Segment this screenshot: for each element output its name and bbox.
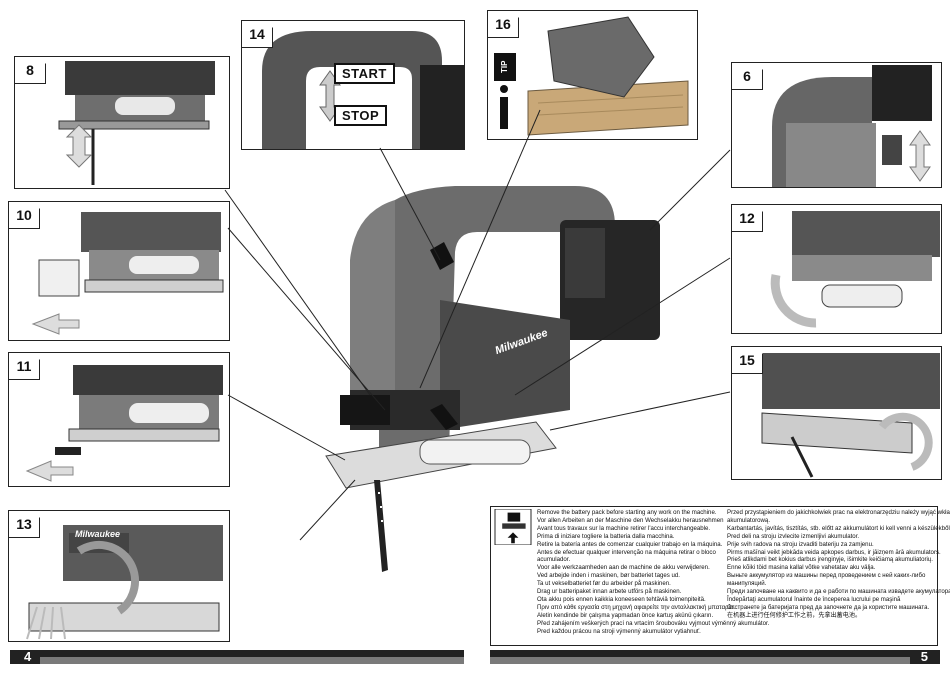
warning-column-right: Przed przystąpieniem do jakichkolwiek pr…: [727, 509, 950, 619]
step-panel-13: 13 Milwaukee: [8, 510, 230, 642]
footer-stripe-left: [40, 657, 464, 664]
battery-insert-illustration: [772, 65, 932, 187]
step-panel-11: 11: [8, 352, 230, 487]
remove-battery-icon: [494, 509, 532, 545]
page-number-right: 5: [920, 649, 928, 664]
pendulum-illustration: [770, 211, 940, 328]
step-number: 10: [9, 202, 40, 229]
stop-callout: STOP: [334, 105, 388, 126]
footer-stripe-right: [490, 657, 910, 664]
warning-column-left: Remove the battery pack before starting …: [537, 509, 770, 635]
step-panel-8: 8: [14, 56, 230, 189]
up-down-arrow-icon: [65, 124, 93, 168]
base-cover-illustration: [31, 212, 224, 335]
step-number: 13: [9, 511, 40, 538]
rotate-arrow-icon: [878, 412, 933, 471]
step-number: 15: [732, 347, 763, 374]
up-down-arrow-icon: [909, 130, 931, 182]
blower-illustration: [761, 353, 940, 478]
step-number: 6: [732, 63, 763, 90]
page-number-left: 4: [24, 649, 32, 664]
step-panel-12: 12: [731, 204, 942, 334]
step-number: 14: [242, 21, 273, 48]
brand-logo: Milwaukee: [75, 529, 121, 539]
chip-guard-illustration: [25, 365, 223, 482]
step-panel-14: 14 START STOP: [241, 20, 465, 150]
step-panel-10: 10: [8, 201, 230, 341]
info-icon: [500, 85, 508, 93]
step-panel-6: 6: [731, 62, 942, 188]
slide-arrow-icon: [25, 460, 74, 482]
rotate-arrow-icon: [770, 274, 817, 328]
step-number: 8: [15, 57, 46, 84]
step-panel-15: 15: [731, 346, 942, 480]
battery-warning-box: Remove the battery pack before starting …: [490, 506, 950, 646]
rotate-arrow-icon: [76, 540, 140, 615]
start-callout: START: [334, 63, 395, 84]
blade-clamp-illustration: [58, 61, 215, 185]
step-number: 11: [9, 353, 40, 380]
step-number: 16: [488, 11, 519, 38]
bevel-base-illustration: [26, 525, 223, 640]
slide-arrow-icon: [31, 313, 80, 335]
step-number: 12: [732, 205, 763, 232]
